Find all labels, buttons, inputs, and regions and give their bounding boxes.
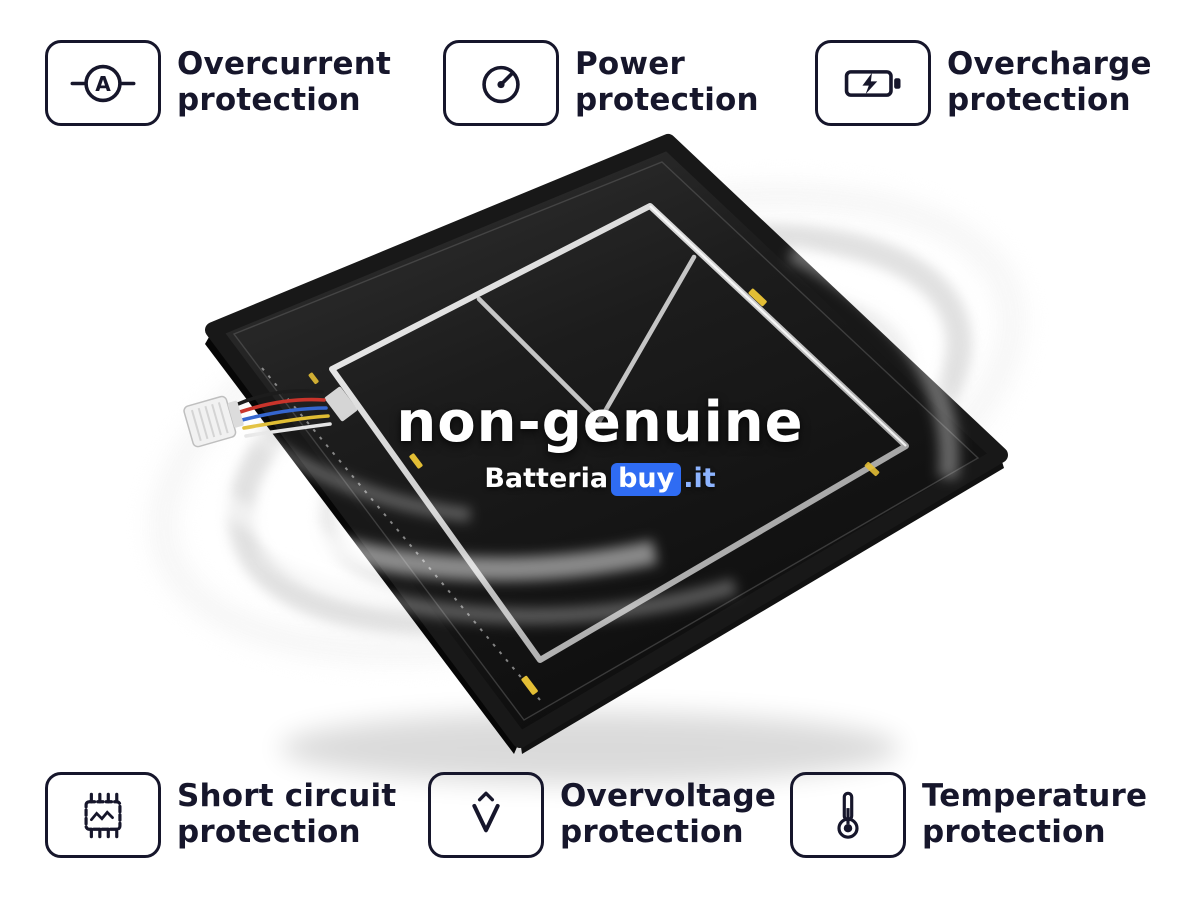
battery	[205, 134, 1008, 784]
feature-label-line1: Overvoltage	[560, 778, 777, 815]
feature-label-line2: protection	[922, 814, 1106, 850]
thermometer-icon	[837, 791, 859, 839]
silver-tape-v	[476, 254, 697, 424]
yellow-tape-marks	[308, 288, 880, 695]
feature-label-line2: protection	[947, 82, 1131, 118]
feature-badge-short-circuit: Short circuit protection	[45, 772, 396, 858]
feature-label-line1: Overcharge	[947, 46, 1152, 83]
feature-label: Short circuit protection	[177, 778, 397, 851]
ammeter-icon-box: A	[45, 40, 161, 126]
feature-label: Power protection	[575, 46, 759, 119]
gauge-icon-box	[443, 40, 559, 126]
feature-label: Temperature protection	[922, 778, 1148, 851]
battery-charging-icon	[844, 69, 901, 97]
feature-label-line2: protection	[177, 82, 361, 118]
svg-text:A: A	[95, 71, 111, 95]
feature-label-line1: Power	[575, 46, 685, 83]
feature-badge-overcurrent: A Overcurrent protection	[45, 40, 391, 126]
gauge-icon	[482, 65, 520, 103]
feature-label: Overvoltage protection	[560, 778, 777, 851]
swirl-graphic-front	[206, 242, 960, 625]
feature-label-line1: Temperature	[922, 778, 1148, 815]
feature-label: Overcharge protection	[947, 46, 1152, 119]
chip-icon	[84, 792, 122, 838]
battery-charging-icon-box	[815, 40, 931, 126]
overvoltage-icon	[472, 791, 500, 832]
feature-label-line1: Short circuit	[177, 778, 397, 815]
thermometer-icon-box	[790, 772, 906, 858]
battery-connector	[183, 395, 244, 448]
feature-badge-temperature: Temperature protection	[790, 772, 1147, 858]
feature-badge-power: Power protection	[443, 40, 759, 126]
chip-icon-box	[45, 772, 161, 858]
feature-badge-overvoltage: Overvoltage protection	[428, 772, 776, 858]
feature-label-line2: protection	[177, 814, 361, 850]
feature-label-line2: protection	[560, 814, 744, 850]
feature-label-line1: Overcurrent	[177, 46, 392, 83]
ammeter-icon: A	[70, 64, 136, 102]
feature-label: Overcurrent protection	[177, 46, 392, 119]
feature-badge-overcharge: Overcharge protection	[815, 40, 1152, 126]
feature-label-line2: protection	[575, 82, 759, 118]
overvoltage-icon-box	[428, 772, 544, 858]
